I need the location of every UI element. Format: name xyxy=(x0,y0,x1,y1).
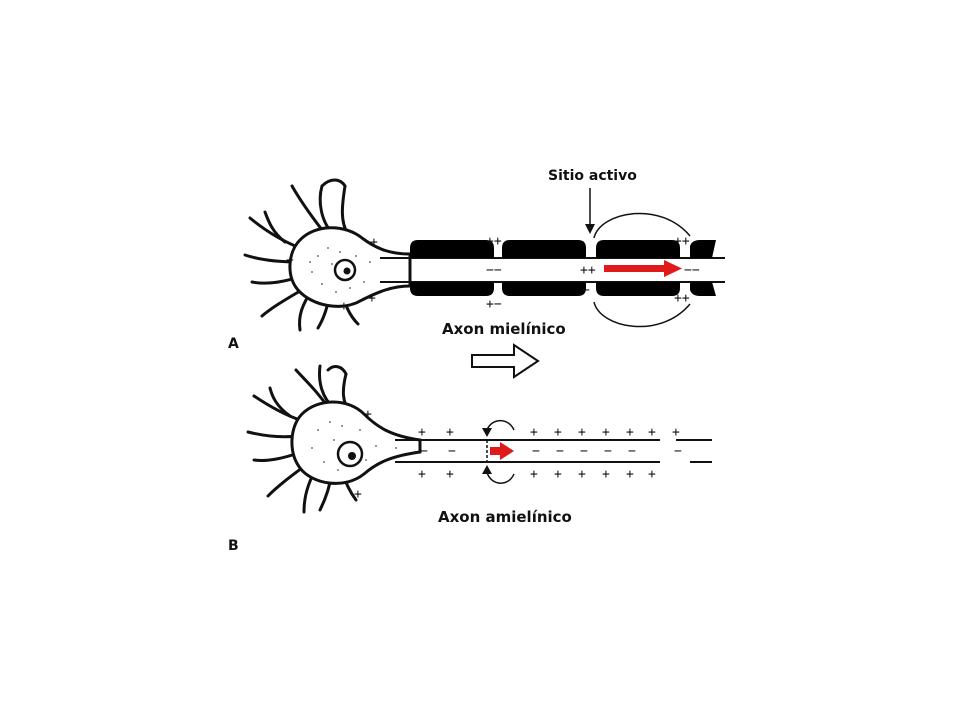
charge-sign: + xyxy=(368,291,376,306)
myelin-segment-2 xyxy=(502,240,586,258)
charge-sign: + xyxy=(354,487,362,502)
charge-sign: − xyxy=(582,283,590,298)
loop-arrowhead xyxy=(482,428,492,437)
charge-sign: −− xyxy=(486,263,502,278)
charge-sign: +− xyxy=(486,297,502,312)
charge-sign: −− xyxy=(684,263,700,278)
unmyelinated-axon-label: Axon amielínico xyxy=(438,508,572,526)
charge-sign: + xyxy=(554,467,562,482)
charge-sign: + xyxy=(418,467,426,482)
red-arrow-icon xyxy=(490,442,514,460)
charge-sign: − xyxy=(420,444,428,459)
charges-a: + + + − ++ −− +− ++ − ++ −− ++ xyxy=(286,234,700,314)
charge-sign: + xyxy=(578,425,586,440)
charge-sign: − xyxy=(580,444,588,459)
active-site-label: Sitio activo xyxy=(548,168,637,184)
charge-sign: − xyxy=(674,444,682,459)
charge-sign: − xyxy=(286,253,294,268)
red-arrow-icon xyxy=(604,260,682,277)
charge-sign: ++ xyxy=(486,234,502,249)
charge-sign: − xyxy=(604,444,612,459)
current-loops-a xyxy=(593,212,691,328)
charge-sign: + xyxy=(530,467,538,482)
charge-sign: + xyxy=(602,467,610,482)
panel-a-label: A xyxy=(228,336,239,352)
charge-sign: + xyxy=(626,425,634,440)
charges-b: + + + + + + + + + + + − − − − − − − − + … xyxy=(354,407,682,502)
panel-a: + + + − ++ −− +− ++ − ++ −− ++ Sitio act… xyxy=(228,168,725,352)
nucleolus-a xyxy=(343,267,351,275)
soma-texture xyxy=(309,247,371,293)
charge-sign: + xyxy=(578,467,586,482)
charge-sign: + xyxy=(364,407,372,422)
charge-sign: − xyxy=(448,444,456,459)
myelinated-axon-label: Axon mielínico xyxy=(442,320,566,338)
charge-sign: + xyxy=(530,425,538,440)
charge-sign: + xyxy=(340,299,348,314)
charge-sign: ++ xyxy=(674,234,690,249)
charge-sign: + xyxy=(418,425,426,440)
myelin-segment-4 xyxy=(690,240,716,258)
charge-sign: + xyxy=(672,425,680,440)
loop-arrowhead xyxy=(482,465,492,474)
myelin-segment-1 xyxy=(410,240,494,258)
charge-sign: + xyxy=(370,235,378,250)
charge-sign: ++ xyxy=(674,291,690,306)
charge-sign: + xyxy=(648,425,656,440)
charge-sign: + xyxy=(626,467,634,482)
charge-sign: + xyxy=(446,425,454,440)
active-site-pointer-head xyxy=(585,224,595,234)
nucleolus-b xyxy=(348,452,356,460)
charge-sign: − xyxy=(556,444,564,459)
charge-sign: + xyxy=(648,467,656,482)
panel-b-label: B xyxy=(228,538,239,554)
charge-sign: + xyxy=(446,467,454,482)
hollow-right-arrow-icon xyxy=(471,343,540,379)
charge-sign: − xyxy=(628,444,636,459)
myelin-segment-2-bottom xyxy=(502,282,586,296)
charge-sign: + xyxy=(602,425,610,440)
charge-sign: − xyxy=(532,444,540,459)
myelin-sheaths xyxy=(410,240,716,296)
charge-sign: + xyxy=(554,425,562,440)
myelin-segment-3 xyxy=(596,240,680,258)
panel-b: + + + + + + + + + + + − − − − − − − − + … xyxy=(228,364,712,554)
myelin-segment-3-bottom xyxy=(596,282,680,296)
myelin-segment-1-bottom xyxy=(410,282,494,296)
charge-sign: ++ xyxy=(580,263,596,278)
myelin-segment-4-bottom xyxy=(690,282,716,296)
